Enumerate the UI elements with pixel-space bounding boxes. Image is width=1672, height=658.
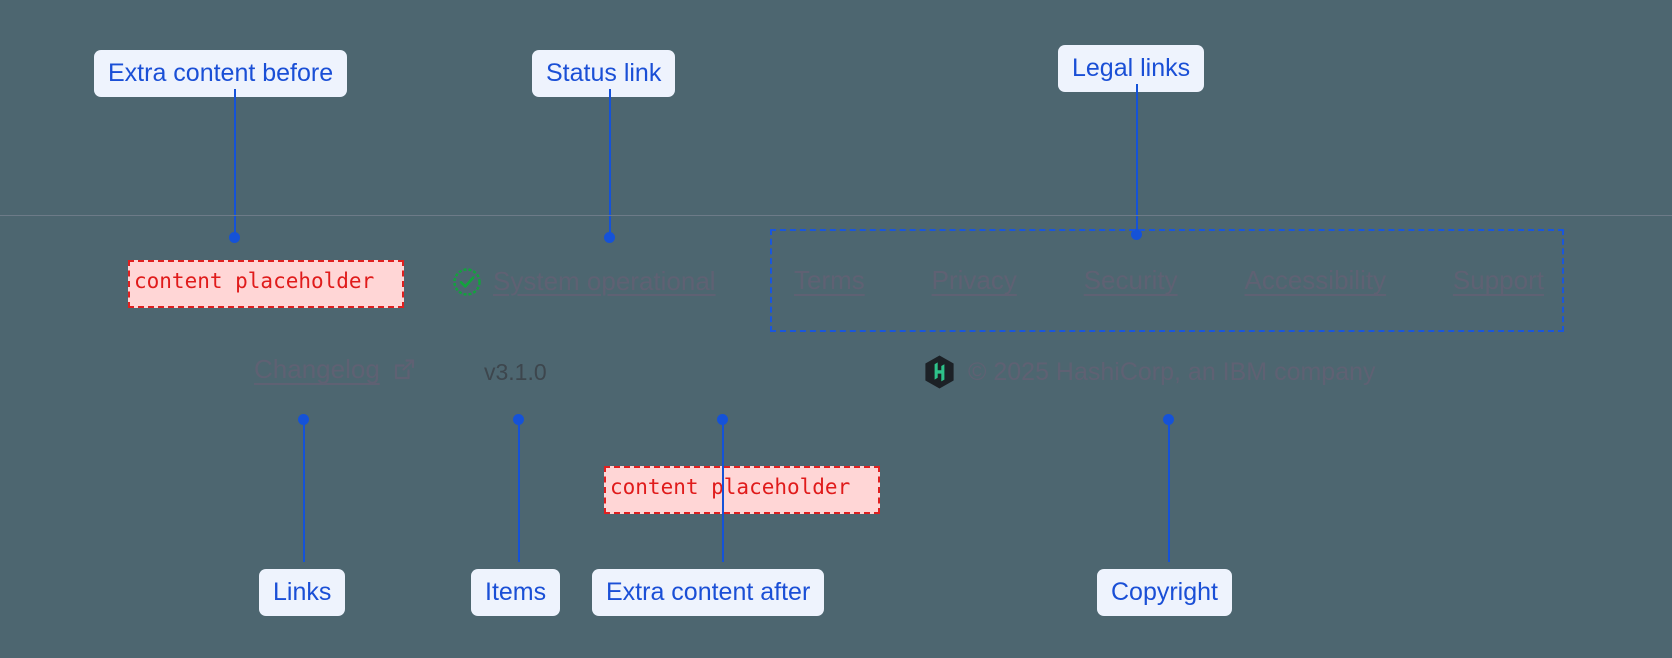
extra-content-before-placeholder: content placeholder (128, 260, 404, 308)
leader-line-legal (1136, 84, 1138, 235)
leader-line-copyright (1168, 419, 1170, 562)
footer-row-primary: content placeholder System operational T… (0, 216, 1672, 332)
hashicorp-logo (924, 355, 955, 389)
leader-line-items (518, 419, 520, 562)
status-link[interactable]: System operational (452, 266, 716, 297)
legal-link-accessibility[interactable]: Accessibility (1244, 265, 1387, 295)
copyright-text: © 2025 HashiCorp, an IBM company (968, 357, 1376, 386)
legal-link-security[interactable]: Security (1083, 265, 1178, 295)
version-label: v3.1.0 (484, 359, 547, 385)
annotation-extra-content-before: Extra content before (94, 50, 348, 97)
check-circle-icon (452, 267, 482, 297)
leader-dot-legal (1131, 229, 1142, 240)
leader-line-links (303, 419, 305, 562)
extra-content-after-placeholder: content placeholder (604, 466, 880, 514)
annotation-items: Items (471, 569, 561, 616)
status-link-label: System operational (493, 266, 716, 296)
annotation-links: Links (259, 569, 346, 616)
external-link-icon (392, 358, 416, 382)
leader-line-extra-before (234, 89, 236, 238)
legal-links-group: Terms Privacy Security Accessibility Sup… (770, 229, 1564, 332)
legal-link-support[interactable]: Support (1452, 265, 1544, 295)
annotation-legal-links: Legal links (1058, 45, 1205, 92)
leader-line-extra-after (722, 419, 724, 562)
legal-link-terms[interactable]: Terms (794, 265, 865, 295)
annotation-copyright: Copyright (1097, 569, 1232, 616)
leader-line-status (609, 89, 611, 238)
site-footer: content placeholder System operational T… (0, 215, 1672, 514)
annotation-status-link: Status link (532, 50, 676, 97)
footer-row-secondary: Changelog v3.1.0 content placeholder (0, 326, 1672, 514)
leader-dot-status (604, 232, 615, 243)
changelog-link[interactable]: Changelog (254, 354, 416, 385)
leader-dot-extra-before (229, 232, 240, 243)
legal-links-nav: Terms Privacy Security Accessibility Sup… (772, 231, 1562, 330)
annotation-extra-content-after: Extra content after (592, 569, 825, 616)
changelog-label: Changelog (254, 354, 380, 384)
legal-link-privacy[interactable]: Privacy (931, 265, 1017, 295)
copyright-block: © 2025 HashiCorp, an IBM company (924, 355, 1376, 389)
